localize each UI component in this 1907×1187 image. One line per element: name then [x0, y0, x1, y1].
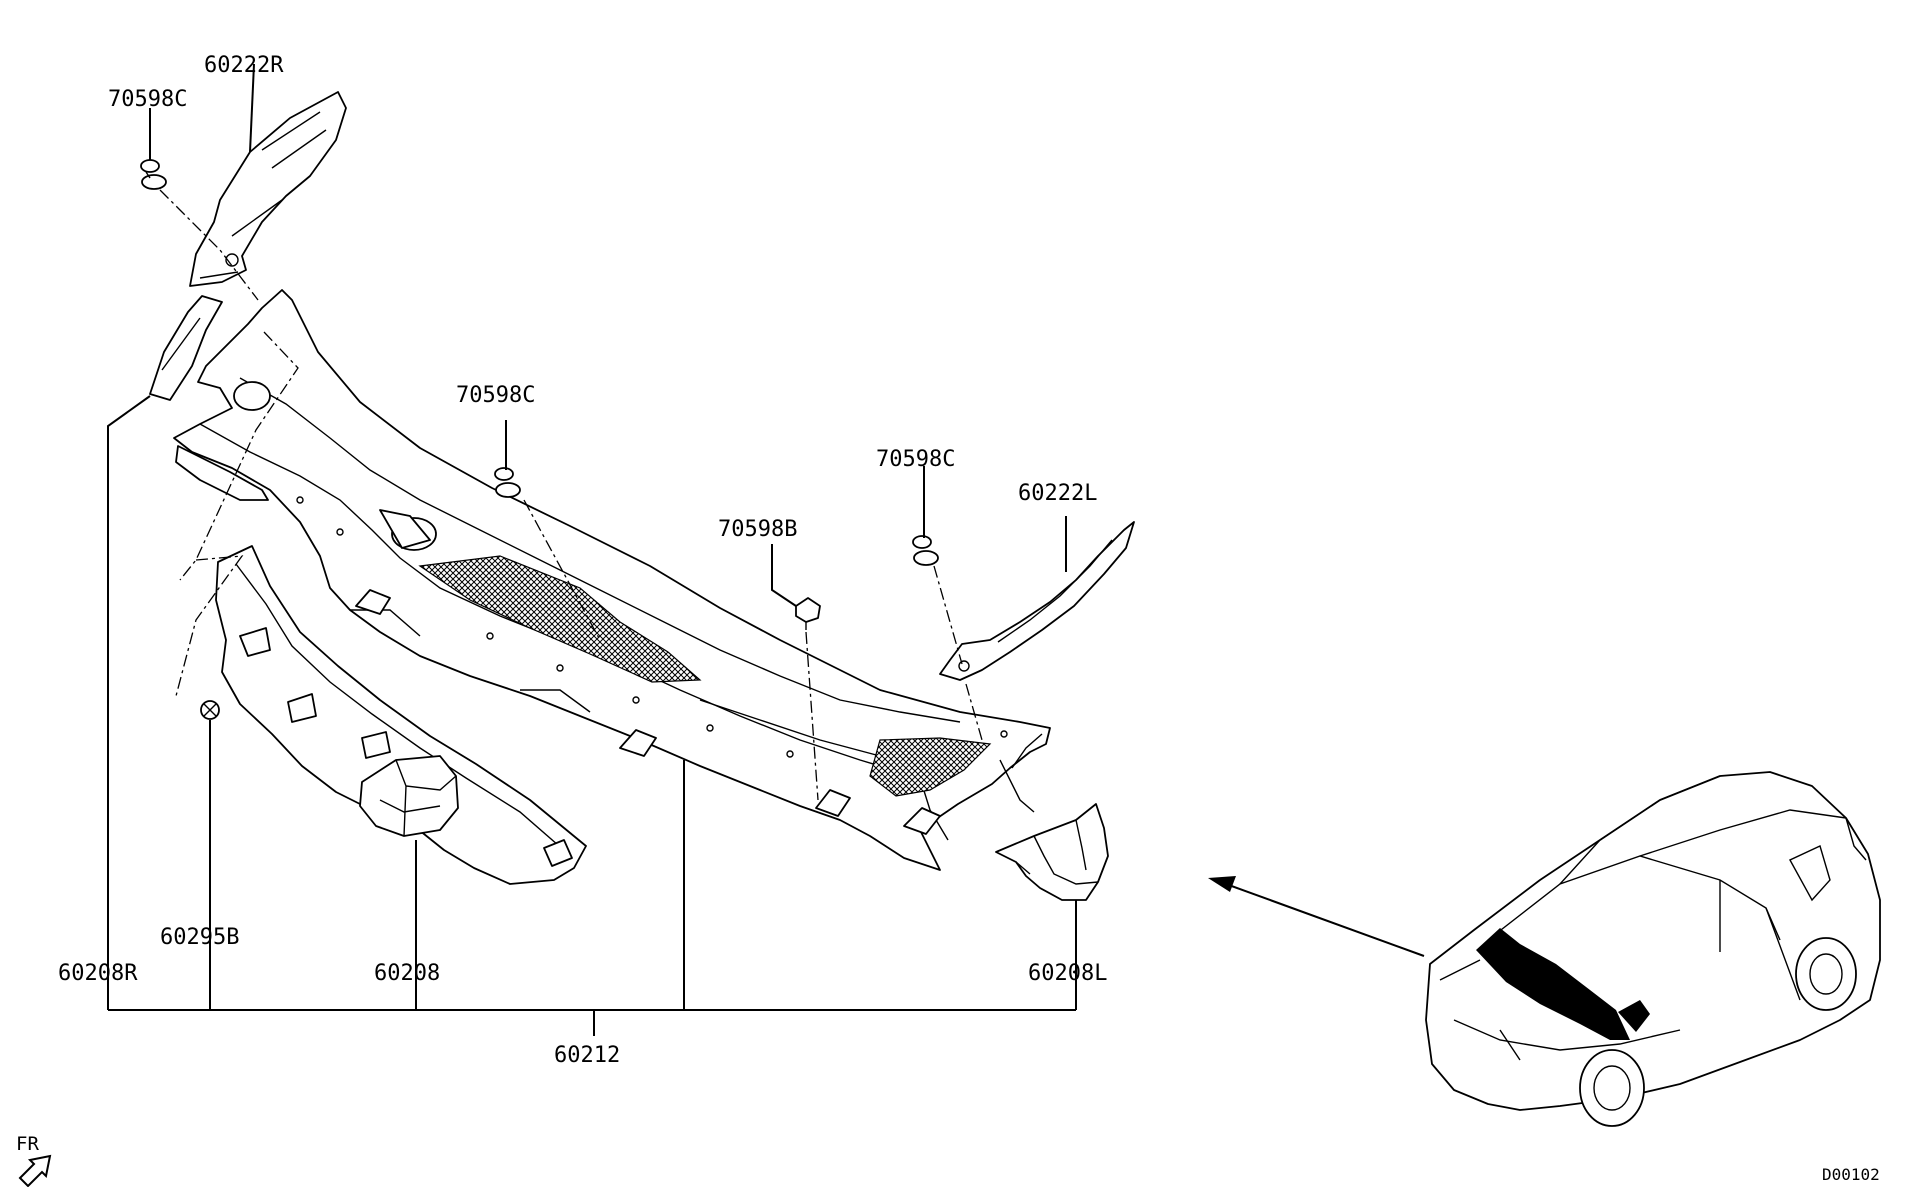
clip-70598C-top [140, 159, 167, 190]
label-60222L: 60222L [1018, 481, 1097, 506]
label-70598B: 70598B [718, 517, 797, 542]
part-60222L [939, 521, 1135, 681]
label-70598C-right: 70598C [876, 447, 955, 472]
part-60208 [215, 545, 587, 885]
part-60208R [149, 295, 223, 401]
label-60222R: 60222R [204, 53, 284, 78]
clip-60295B [200, 700, 220, 720]
part-60208L [995, 803, 1109, 901]
clip-70598C-right [912, 535, 939, 566]
part-60212 [173, 289, 1051, 871]
clip-70598B [795, 597, 821, 630]
part-60222R [189, 91, 347, 287]
label-60212: 60212 [554, 1043, 620, 1068]
label-60208L: 60208L [1028, 961, 1107, 986]
fr-label: FR [16, 1133, 39, 1155]
fr-arrow-icon [18, 1154, 52, 1187]
diagram-code: D00102 [1822, 1165, 1880, 1184]
vehicle-illustration [1425, 771, 1881, 1127]
label-60295B: 60295B [160, 925, 239, 950]
label-70598C-top: 70598C [108, 87, 187, 112]
clip-70598C-middle [494, 467, 521, 498]
direction-arrow [1208, 876, 1425, 957]
label-60208: 60208 [374, 961, 440, 986]
label-70598C-middle: 70598C [456, 383, 535, 408]
label-60208R: 60208R [58, 961, 138, 986]
front-direction-indicator: FR [16, 1133, 52, 1187]
